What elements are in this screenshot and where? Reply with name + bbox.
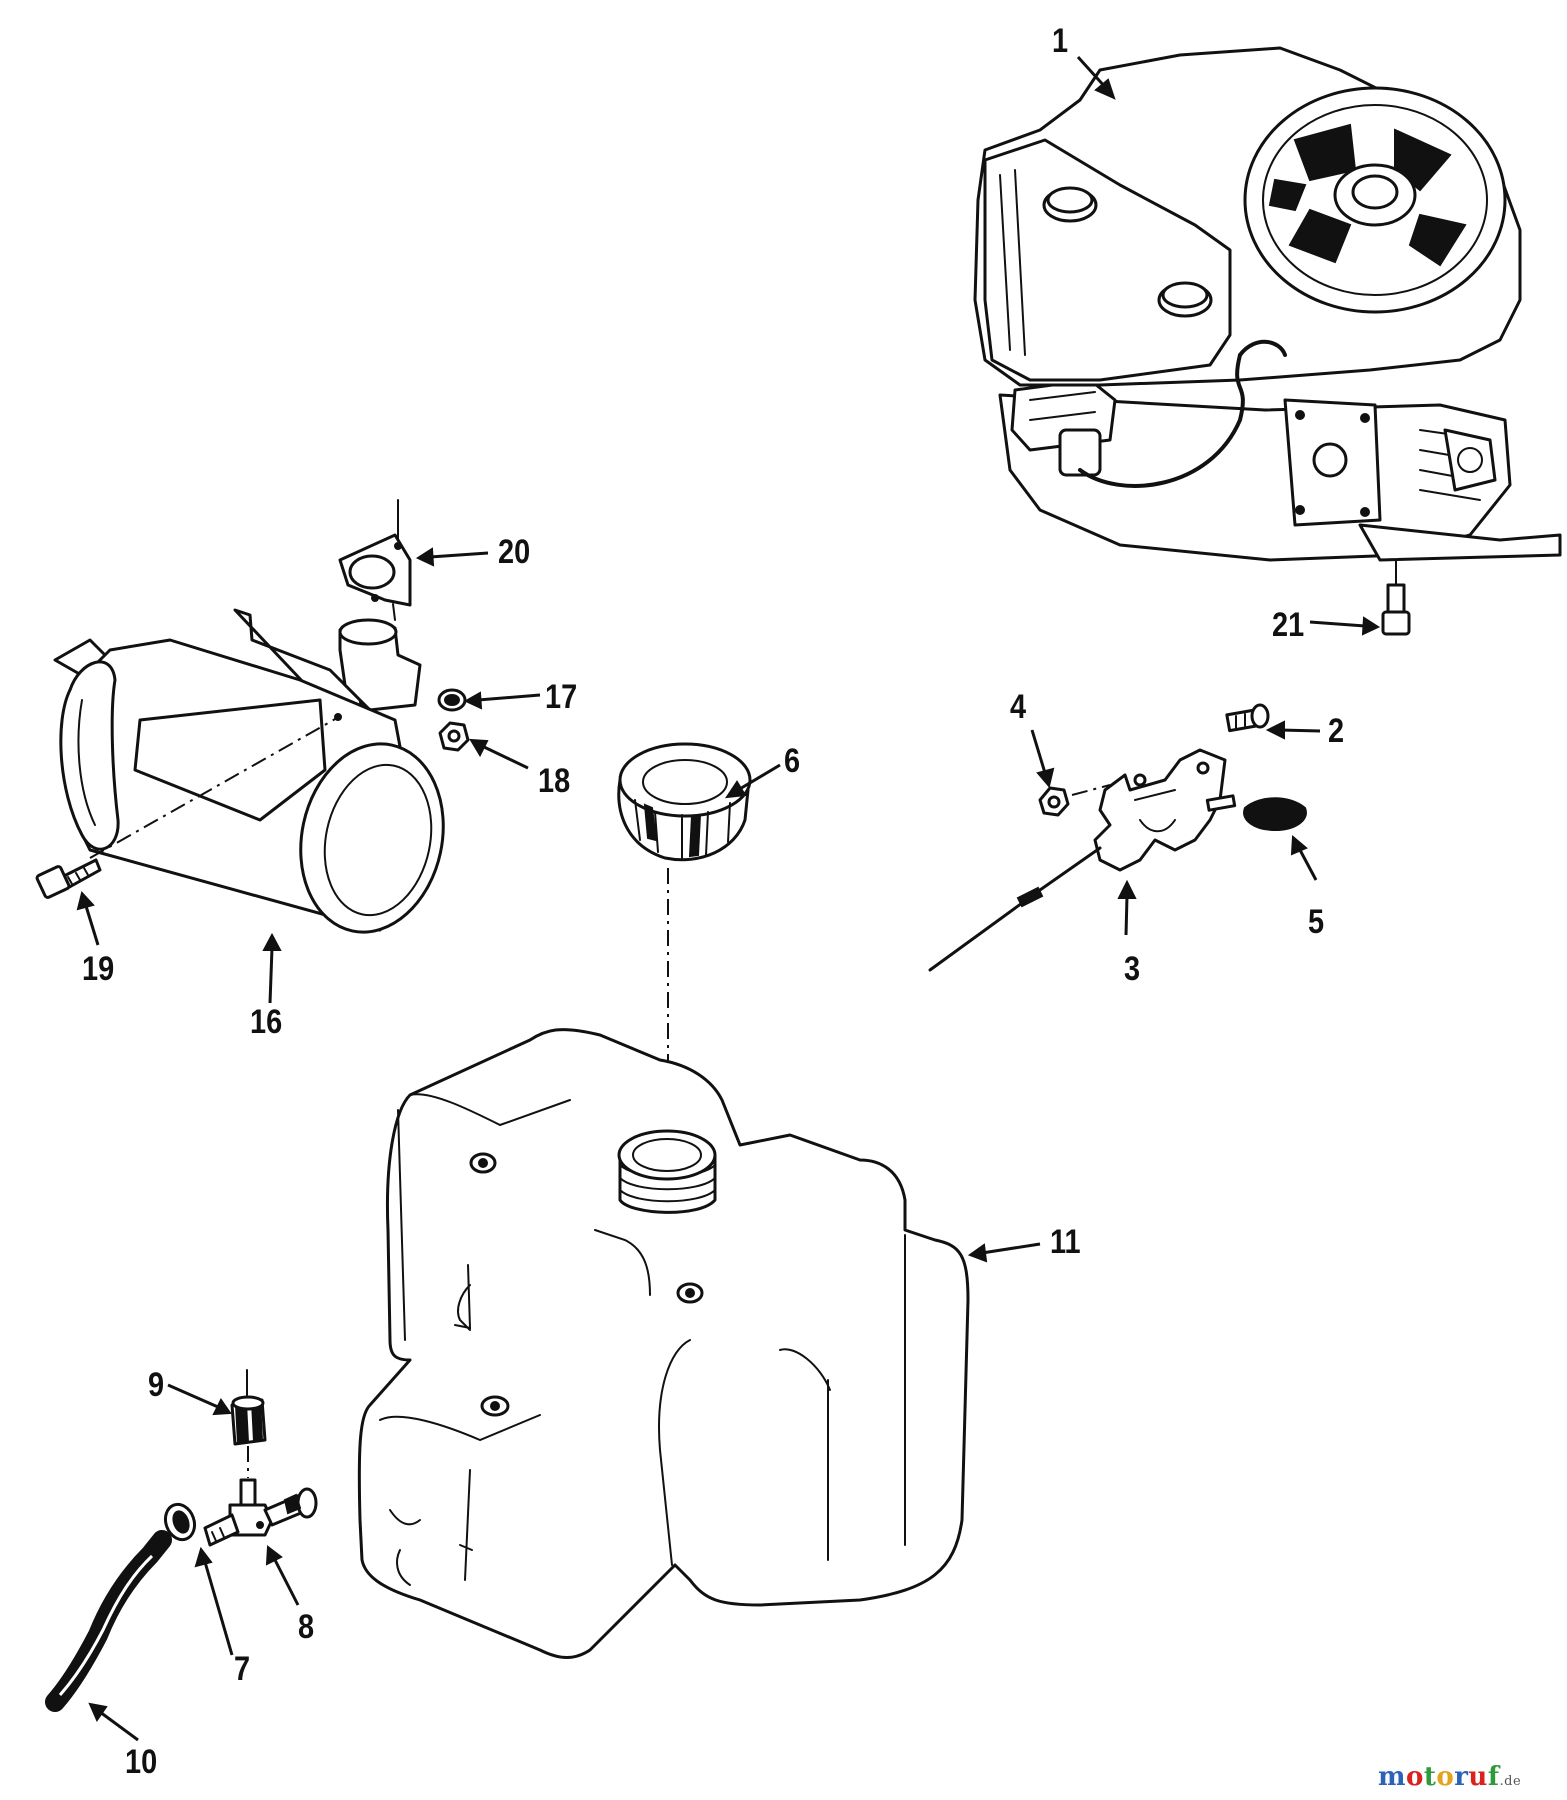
callout-6: 6 xyxy=(784,742,801,780)
leader-arrows xyxy=(76,55,1381,1742)
callout-19: 19 xyxy=(82,950,115,988)
valve-knob-9 xyxy=(230,1369,267,1478)
callout-3: 3 xyxy=(1124,950,1141,988)
control-bracket-3 xyxy=(928,748,1237,972)
fuel-hose-10 xyxy=(45,1530,172,1712)
callout-17: 17 xyxy=(545,678,578,716)
callout-1: 1 xyxy=(1052,22,1069,60)
watermark-letter: u xyxy=(1468,1762,1488,1792)
tee-fitting-8 xyxy=(203,1478,318,1547)
callout-2: 2 xyxy=(1328,712,1345,750)
screw-19 xyxy=(35,858,102,899)
bolt-21 xyxy=(1381,559,1411,636)
callout-20: 20 xyxy=(498,533,531,571)
callout-18: 18 xyxy=(538,762,571,800)
nut-4 xyxy=(1038,784,1111,817)
screw-2 xyxy=(1225,703,1270,733)
fuel-cap-6 xyxy=(617,742,752,1140)
callout-16: 16 xyxy=(250,1003,283,1041)
callout-21: 21 xyxy=(1272,606,1305,644)
watermark-letter: r xyxy=(1454,1762,1469,1792)
watermark-letter: o xyxy=(1406,1762,1424,1792)
callout-8: 8 xyxy=(298,1608,315,1646)
callout-4: 4 xyxy=(1010,688,1027,726)
washer-17 xyxy=(437,688,467,712)
callout-10: 10 xyxy=(125,1743,158,1781)
watermark-letter: o xyxy=(1436,1762,1455,1792)
callout-11: 11 xyxy=(1050,1223,1081,1261)
watermark-letter: m xyxy=(1378,1762,1407,1792)
callout-7: 7 xyxy=(234,1650,251,1688)
watermark-suffix: .de xyxy=(1499,1774,1522,1789)
fuel-tank-11 xyxy=(357,1028,970,1659)
callout-5: 5 xyxy=(1308,903,1325,941)
pad-5 xyxy=(1243,797,1307,832)
callout-9: 9 xyxy=(148,1366,165,1404)
watermark-logo: motoruf.de xyxy=(1378,1762,1521,1792)
nut-18 xyxy=(438,721,470,752)
engine xyxy=(973,46,1562,562)
muffler-16 xyxy=(53,608,445,934)
watermark-letter: t xyxy=(1423,1762,1437,1792)
gasket-20 xyxy=(338,499,412,621)
clamp-7 xyxy=(163,1502,197,1542)
watermark-letter: f xyxy=(1487,1762,1500,1792)
